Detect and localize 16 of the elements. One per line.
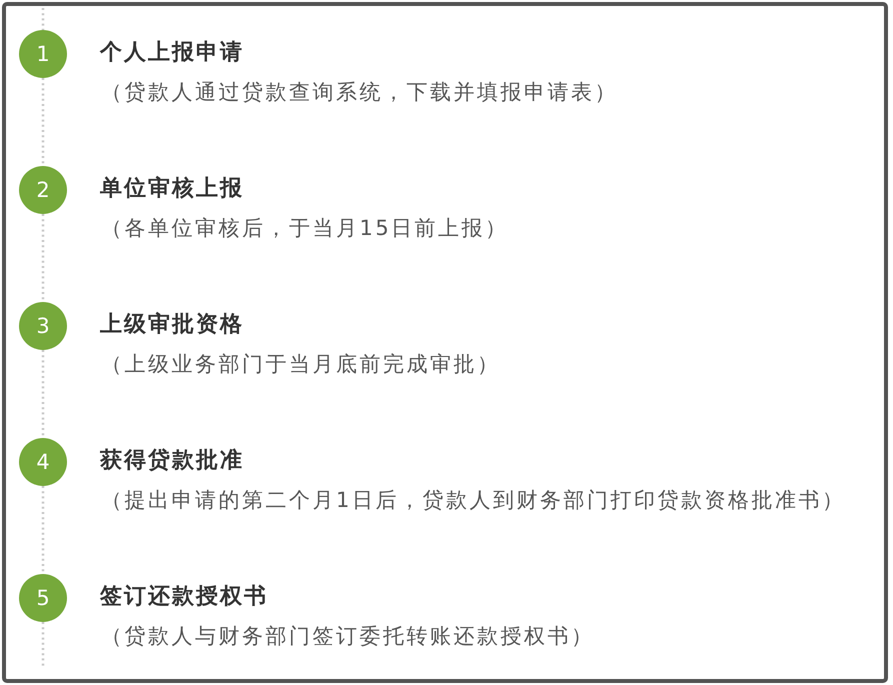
timeline-connector <box>42 214 44 302</box>
step-title: 单位审核上报 <box>100 175 244 203</box>
step-title: 获得贷款批准 <box>100 447 244 475</box>
timeline-connector <box>42 8 44 30</box>
step-title: 签订还款授权书 <box>100 583 268 611</box>
step-title: 个人上报申请 <box>100 39 244 67</box>
timeline-connector <box>42 78 44 166</box>
step-title: 上级审批资格 <box>100 311 244 339</box>
step-description: （贷款人通过贷款查询系统，下载并填报申请表） <box>101 79 618 106</box>
timeline-connector <box>42 486 44 574</box>
step-description: （上级业务部门于当月底前完成审批） <box>101 351 500 378</box>
step-description: （各单位审核后，于当月15日前上报） <box>101 215 509 242</box>
timeline-connector <box>42 350 44 438</box>
step-description: （贷款人与财务部门签订委托转账还款授权书） <box>101 623 594 650</box>
timeline-connector <box>42 622 44 668</box>
step-description: （提出申请的第二个月1日后，贷款人到财务部门打印贷款资格批准书） <box>101 487 846 514</box>
